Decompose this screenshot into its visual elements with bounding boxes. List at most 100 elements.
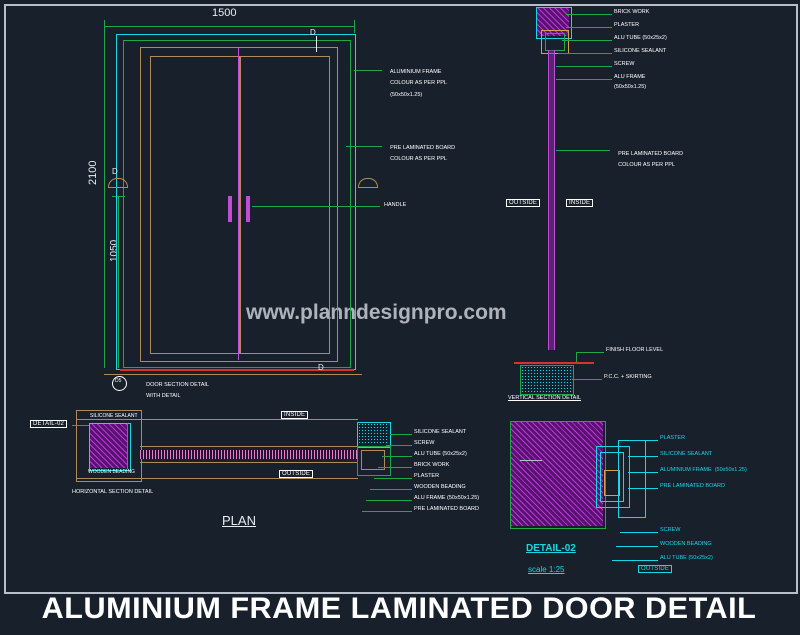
leader-board-note: [346, 146, 382, 147]
door-sash-outline: [140, 47, 338, 362]
note-line-1: PRE LAMINATED BOARD: [390, 144, 456, 151]
leader-d7: [612, 560, 658, 561]
plan-right-jamb-hatch: [358, 423, 388, 445]
leader-p1: [390, 434, 412, 435]
leader-p6: [370, 489, 412, 490]
label-outside-plan: OUTSIDE: [279, 470, 314, 478]
note-aluminium-frame: ALUMINIUM FRAME COLOUR AS PER PPL (50x50…: [384, 64, 447, 104]
plan-panel-bottom: [140, 462, 358, 463]
vertical-section-note-2: ALU TUBE (50x25x2): [614, 35, 667, 41]
note-line-1: ALUMINIUM FRAME: [389, 68, 442, 75]
detail02-note-top-3: PRE LAMINATED BOARD: [660, 483, 725, 489]
leader-v2: [566, 27, 612, 28]
leader-d4: [628, 488, 658, 489]
leader-v4: [558, 53, 612, 54]
plan-note-2: ALU TUBE (50x25x2): [414, 451, 467, 457]
board-note-line2: COLOUR AS PER PPL: [618, 162, 675, 169]
leader-d1: [628, 440, 658, 441]
board-note-line1: PRE LAMINATED BOARD: [618, 150, 684, 157]
label-inside-plan: INSIDE: [281, 411, 309, 419]
leader-p7: [366, 500, 412, 501]
leader-handle-note: [252, 206, 380, 207]
head-section-inner-box: [545, 33, 565, 51]
title-block: ALUMINIUM FRAME LAMINATED DOOR DETAIL: [4, 592, 794, 631]
dim-line-height: [104, 30, 105, 368]
detail02-pointer: [520, 460, 542, 461]
detail02-scale: scale 1:25: [528, 565, 565, 574]
door-leaf-right: [240, 56, 330, 354]
door-handle-right: [246, 196, 250, 222]
leader-p3: [382, 456, 412, 457]
note-handle: HANDLE: [384, 202, 407, 208]
vertical-section-shaft-right: [554, 50, 555, 350]
dim-arrow-handle: [112, 196, 125, 197]
note-wooden-beading-left: WOODEN BEADING: [88, 469, 135, 475]
floor-line: [104, 374, 362, 375]
detail02-frame-a: [596, 446, 630, 508]
dim-line-handle: [118, 196, 119, 368]
door-frame-inner: [123, 40, 351, 368]
leader-v5: [556, 66, 612, 67]
vertical-section-shaft-fill: [549, 50, 554, 350]
detail02-note-top-0: PLASTER: [660, 435, 686, 441]
leader-d5: [620, 532, 658, 533]
detail02-note-top-2: ALUMINIUM FRAME (50x50x1.25): [660, 467, 747, 473]
door-section-tag-line1: DOOR SECTION DETAIL: [146, 381, 209, 388]
detail02-frame-c: [604, 470, 620, 496]
door-section-circle-text: D5: [115, 378, 122, 384]
detail02-note-top-1: SILICONE SEALANT: [660, 451, 713, 457]
vertical-section-label: VERTICAL SECTION DETAIL: [508, 395, 581, 401]
leader-p5: [374, 478, 412, 479]
plan-note-4: PLASTER: [414, 473, 440, 479]
pcc-outline: [520, 365, 574, 395]
note-silicone-sealant-left: SILICONE SEALANT: [90, 413, 138, 419]
horizontal-section-label: HORIZONTAL SECTION DETAIL: [72, 489, 154, 495]
door-section-tag: DOOR SECTION DETAIL WITH DETAIL: [140, 377, 209, 406]
leader-pcc: [572, 379, 602, 380]
detail02-hatch: [511, 422, 603, 526]
section-arrow-top: [316, 36, 317, 52]
door-section-tag-line2: WITH DETAIL: [146, 393, 181, 400]
plan-note-6: ALU FRAME (50x50x1.25): [414, 495, 480, 501]
plan-inside-line: [76, 419, 358, 420]
label-outside-detail02: OUTSIDE: [638, 565, 673, 573]
dim-tick-right: [354, 20, 355, 33]
vertical-section-note-5: ALU FRAME: [614, 74, 646, 80]
jamb-detail-green-edge: [127, 423, 128, 469]
section-marker-d-bottom: D: [318, 363, 324, 372]
plan-right-jamb-outline: [357, 422, 391, 448]
floor-level-line: [514, 362, 594, 364]
dim-label-height: 2100: [87, 160, 99, 185]
door-leaf-left: [150, 56, 240, 354]
section-marker-d-left: D: [112, 167, 118, 176]
note-line-2: COLOUR AS PER PPL: [390, 80, 447, 87]
detail02-label: DETAIL-02: [526, 543, 576, 554]
plan-note-3: BRICK WORK: [414, 462, 450, 468]
leader-p4: [378, 467, 412, 468]
watermark: www.planndesignpro.com: [246, 301, 507, 324]
dim-line-width: [104, 26, 354, 27]
sheet-border: [4, 4, 798, 594]
plan-outside-line: [76, 478, 358, 479]
leader-v3: [562, 40, 612, 41]
note-line-2: COLOUR AS PER PPL: [390, 156, 447, 163]
plan-panel-top: [140, 446, 358, 447]
plan-note-1: SCREW: [414, 440, 435, 446]
vertical-section-board-note: PRE LAMINATED BOARD COLOUR AS PER PPL: [612, 146, 683, 175]
detail02-hatch-outline: [510, 421, 606, 529]
page-title: ALUMINIUM FRAME LAMINATED DOOR DETAIL: [41, 592, 757, 625]
leader-p2: [386, 445, 412, 446]
dim-label-width: 1500: [212, 7, 237, 19]
plan-label: PLAN: [222, 513, 256, 528]
dim-tick-left: [104, 20, 105, 33]
door-handle-left: [228, 196, 232, 222]
leader-ffl-h: [576, 352, 604, 353]
detail-tag-left: DETAIL-02: [30, 420, 68, 428]
leader-d3: [628, 472, 658, 473]
section-marker-d-top: D: [310, 28, 316, 37]
vertical-section-note-1: PLASTER: [614, 22, 640, 28]
head-section-outline: [536, 7, 572, 39]
plan-panel-body: [140, 450, 358, 459]
vertical-section-note-3: SILICONE SEALANT: [614, 48, 667, 54]
